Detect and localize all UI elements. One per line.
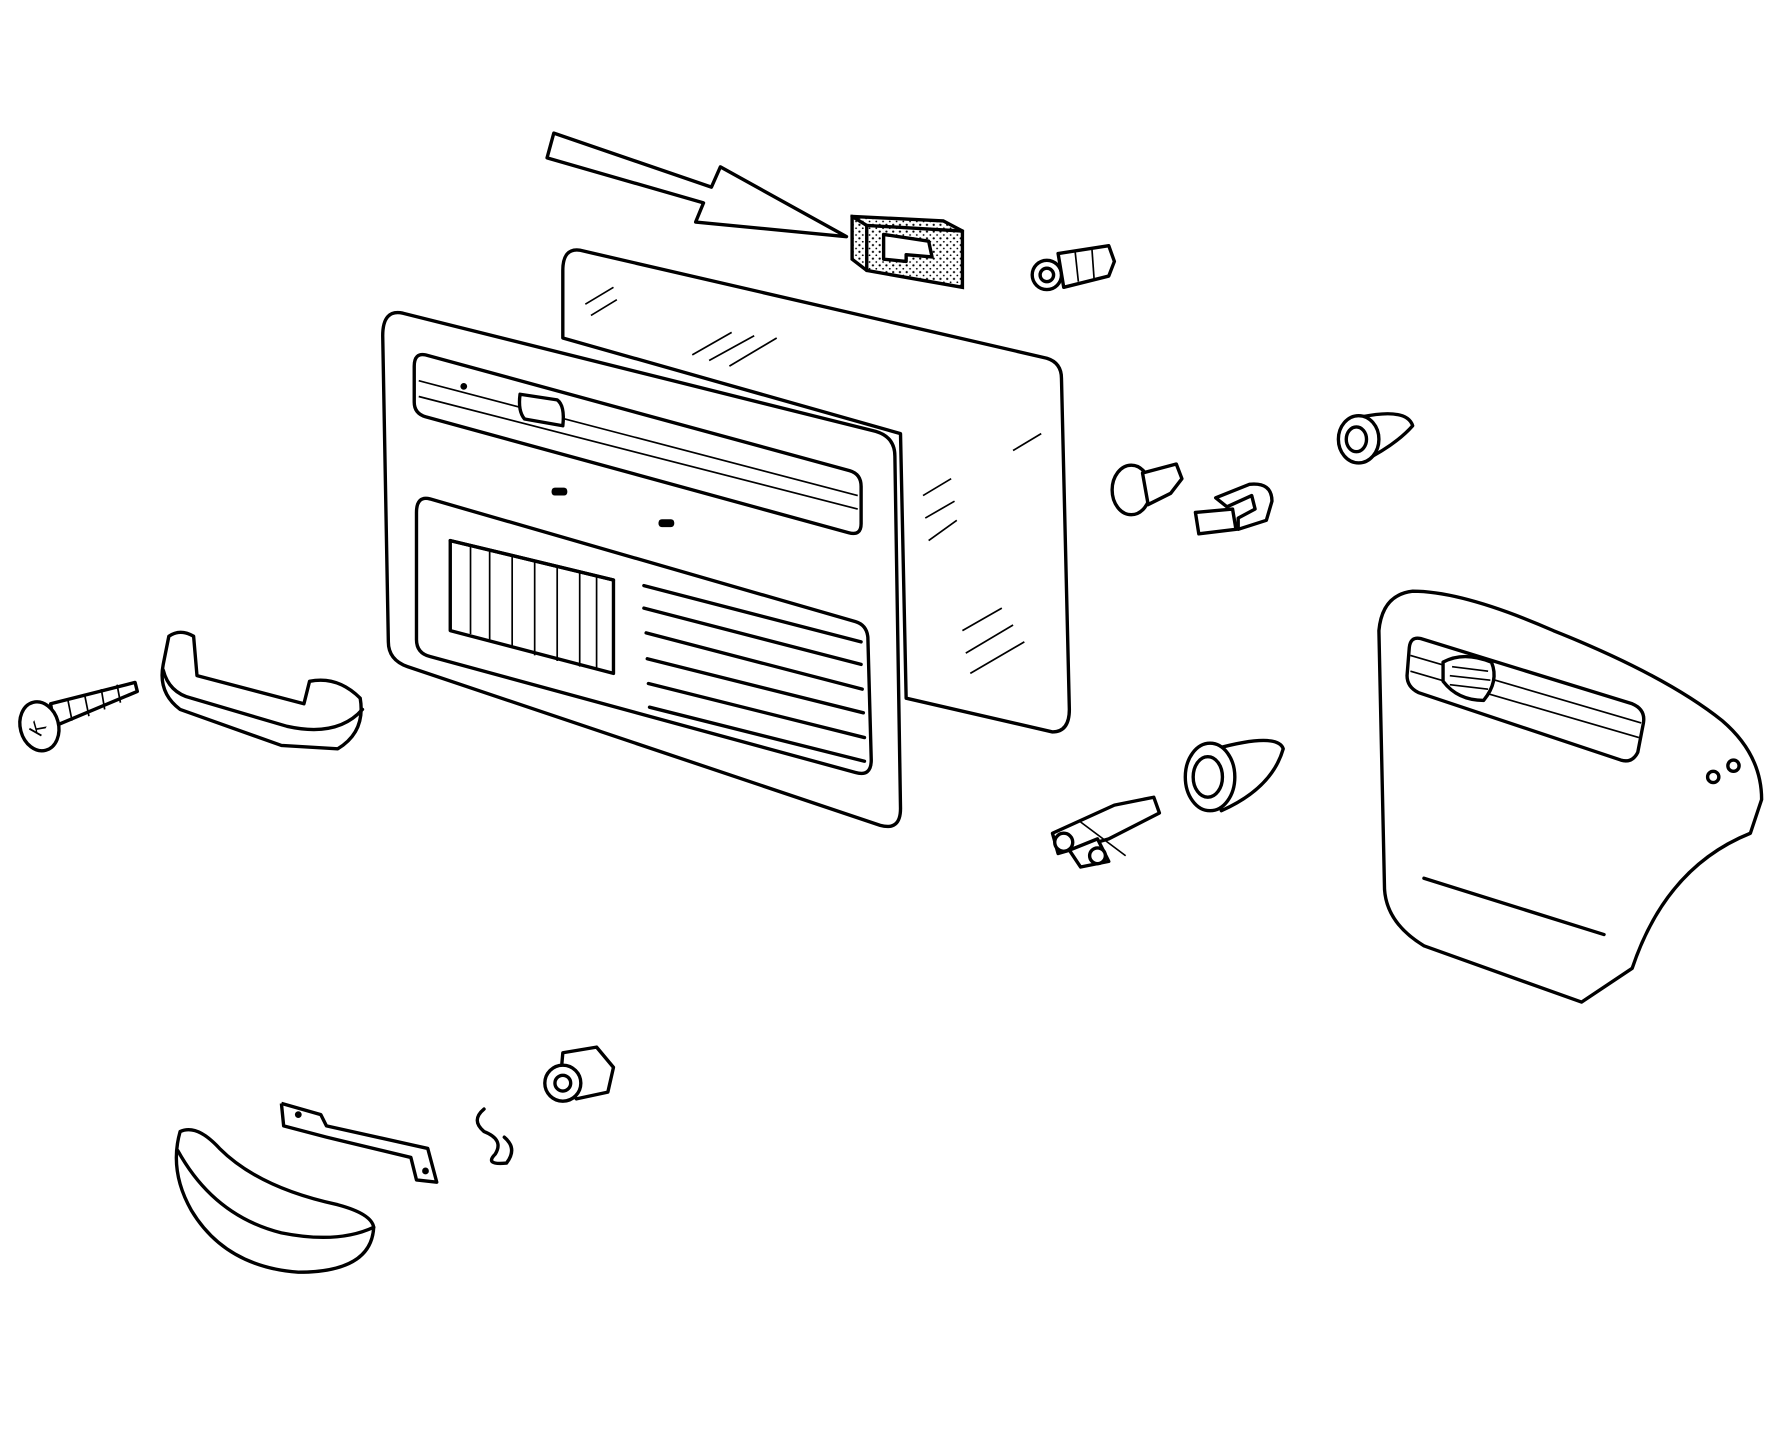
grommet-small[interactable] (1336, 412, 1415, 465)
armrest-bracket[interactable] (279, 1101, 439, 1184)
highlight-arrow (545, 131, 849, 239)
fastener-clips[interactable] (1050, 795, 1162, 869)
map-pocket[interactable] (448, 538, 616, 676)
rear-door-trim-panel[interactable] (1377, 589, 1764, 1004)
grommet-large[interactable] (1183, 738, 1285, 813)
push-clip[interactable] (1030, 243, 1117, 292)
screw[interactable]: K (15, 680, 140, 755)
nut[interactable] (543, 1045, 616, 1103)
armrest[interactable] (174, 1127, 376, 1274)
grab-handle[interactable] (160, 630, 365, 751)
foam-pad-part[interactable] (850, 214, 965, 290)
trim-clip[interactable] (1110, 462, 1184, 517)
front-door-trim-panel[interactable] (381, 310, 903, 829)
door-handle-recess[interactable] (517, 392, 565, 428)
insulation-sheet[interactable] (561, 248, 1072, 734)
spring-washer[interactable] (475, 1107, 514, 1166)
retaining-clip[interactable] (1193, 482, 1274, 536)
